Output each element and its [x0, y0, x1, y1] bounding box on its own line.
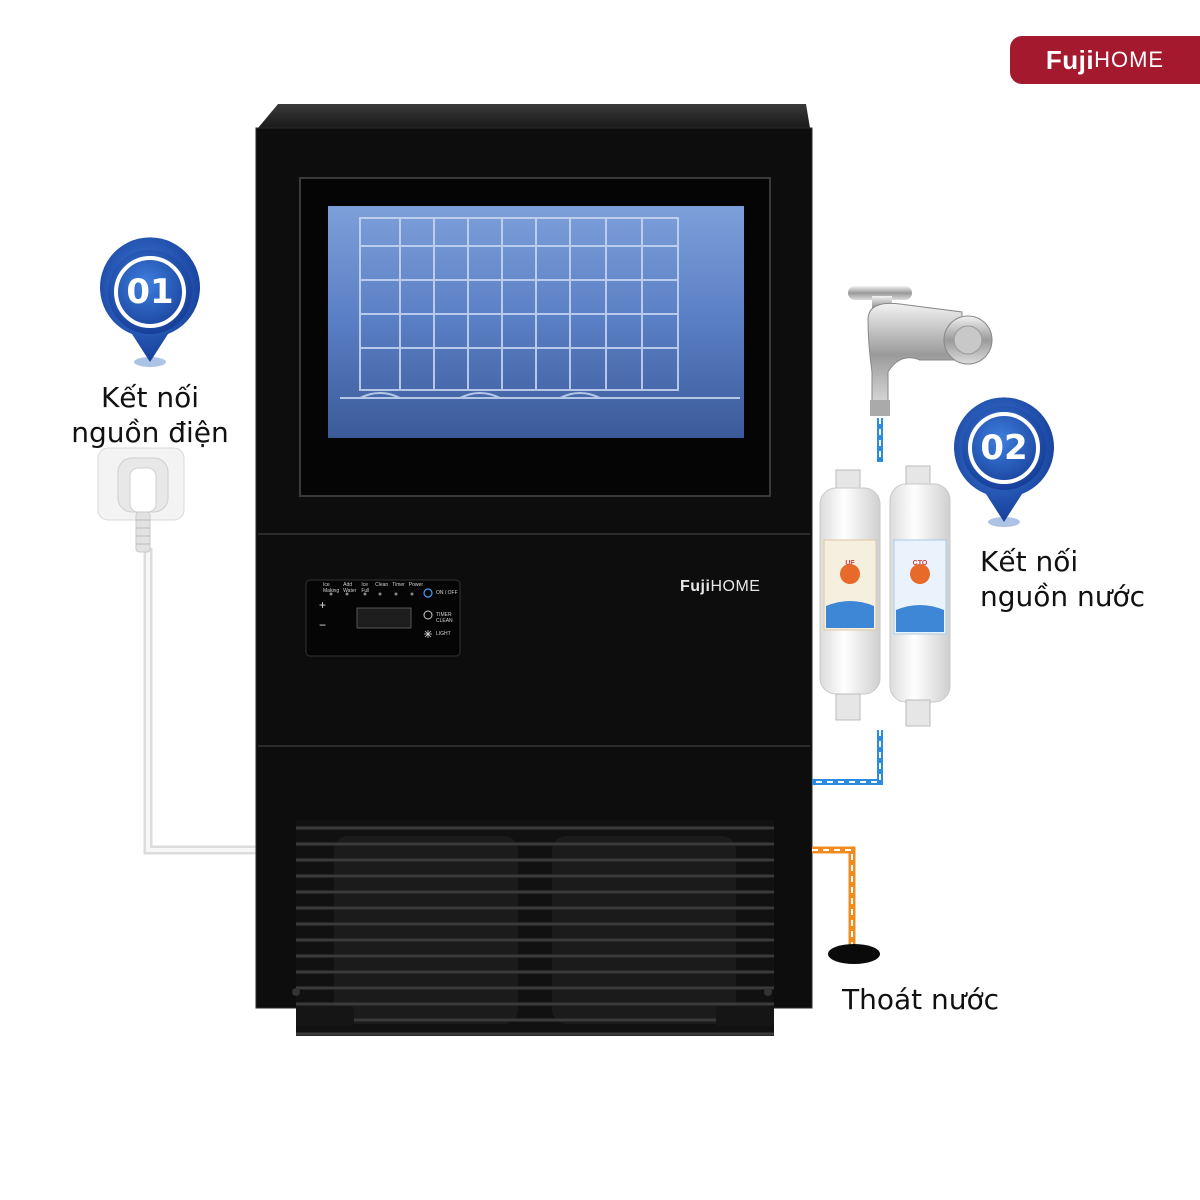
minus-button[interactable]: −: [319, 618, 327, 632]
brand-logo-part1: Fuji: [1045, 44, 1095, 75]
water-filter-1: [819, 469, 881, 721]
timer-icon: [423, 610, 433, 620]
ice-machine: [255, 104, 813, 1036]
label-water-line2: nguồn nước: [980, 580, 1146, 613]
water-inlet-line: [812, 418, 883, 785]
label-drain: Thoát nước: [842, 983, 1000, 1016]
display-screen: [356, 607, 412, 629]
machine-brand-logo: FujiHOME: [680, 578, 760, 596]
light-icon: [424, 630, 432, 638]
label-water-line1: Kết nối: [980, 545, 1079, 578]
grille-slats: [296, 826, 774, 1036]
machine-brand-part2: HOME: [710, 578, 761, 595]
filter-2-label: CTO: [912, 560, 928, 567]
ventilation-grille: [296, 820, 774, 1036]
marker-pin-02: [953, 397, 1054, 527]
foot-left: [296, 1006, 354, 1026]
water-filter-2: [889, 465, 951, 727]
onoff-button[interactable]: ON / OFF: [436, 590, 458, 596]
indicator-ice-making: Ice Making: [323, 582, 340, 594]
plus-button[interactable]: +: [319, 598, 327, 612]
power-icon: [423, 588, 433, 598]
timer-clean-button[interactable]: TIMER CLEAN: [436, 612, 453, 624]
indicator-clean: Clean: [375, 582, 389, 588]
light-button[interactable]: LIGHT: [436, 631, 451, 637]
indicator-add-water: Add Water: [343, 582, 357, 594]
indicator-power: Power: [408, 582, 423, 588]
indicator-timer: Timer: [392, 582, 405, 588]
label-power-connection: Kết nối nguồn điện: [40, 380, 260, 450]
label-water-connection: Kết nối nguồn nước: [980, 544, 1190, 614]
label-power-line2: nguồn điện: [71, 416, 229, 449]
power-cable: [143, 548, 258, 855]
indicator-ice-full: Ice Full: [361, 582, 370, 594]
wall-socket-plug: [97, 447, 185, 553]
marker-number-02: 02: [980, 428, 1028, 468]
ice-grid: [340, 217, 740, 399]
brand-logo-part2: HOME: [1094, 47, 1165, 72]
faucet-icon: [848, 286, 993, 416]
drain-line: [812, 846, 880, 964]
marker-number-01: 01: [126, 272, 174, 312]
label-power-line1: Kết nối: [100, 381, 200, 414]
marker-pin-01: [100, 237, 200, 367]
drain-hole: [828, 944, 880, 964]
machine-brand-part1: Fuji: [680, 578, 711, 595]
panel-indicator-labels: Ice Making Add Water Ice Full Clean Time…: [323, 582, 423, 594]
filter-1-label: UF: [845, 560, 855, 567]
foot-right: [716, 1006, 774, 1026]
